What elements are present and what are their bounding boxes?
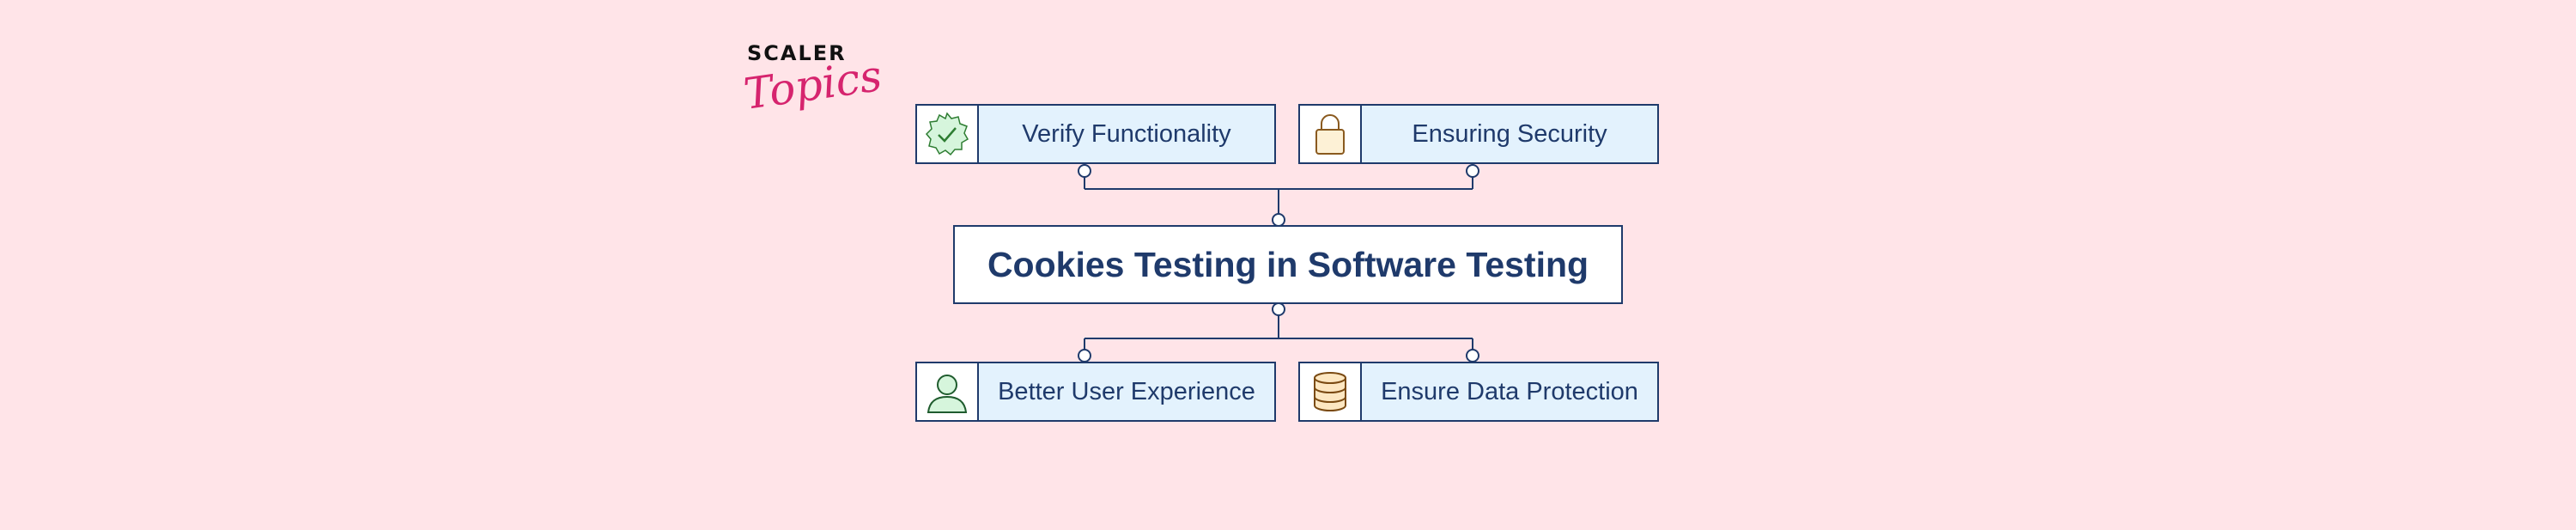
scaler-topics-logo: SCALER Topics: [741, 41, 885, 127]
diagram-title: Cookies Testing in Software Testing: [953, 225, 1623, 304]
connector-node: [1272, 302, 1285, 316]
node-label: Better User Experience: [998, 377, 1255, 405]
node-ensure-data-protection: Ensure Data Protection: [1298, 362, 1659, 422]
connector-node: [1466, 164, 1479, 178]
connector-node: [1272, 213, 1285, 227]
user-icon: [917, 363, 979, 420]
connector-node: [1078, 349, 1091, 362]
lock-icon: [1300, 106, 1362, 162]
verified-badge-icon: [917, 106, 979, 162]
node-ensuring-security: Ensuring Security: [1298, 104, 1659, 164]
node-verify-functionality: Verify Functionality: [915, 104, 1276, 164]
connector-node: [1078, 164, 1091, 178]
node-label: Ensuring Security: [1412, 119, 1607, 148]
node-better-user-experience: Better User Experience: [915, 362, 1276, 422]
node-label: Ensure Data Protection: [1381, 377, 1638, 405]
logo-brand-text: SCALER: [747, 41, 847, 65]
node-label: Verify Functionality: [1022, 119, 1231, 148]
database-icon: [1300, 363, 1362, 420]
connector-node: [1466, 349, 1479, 362]
